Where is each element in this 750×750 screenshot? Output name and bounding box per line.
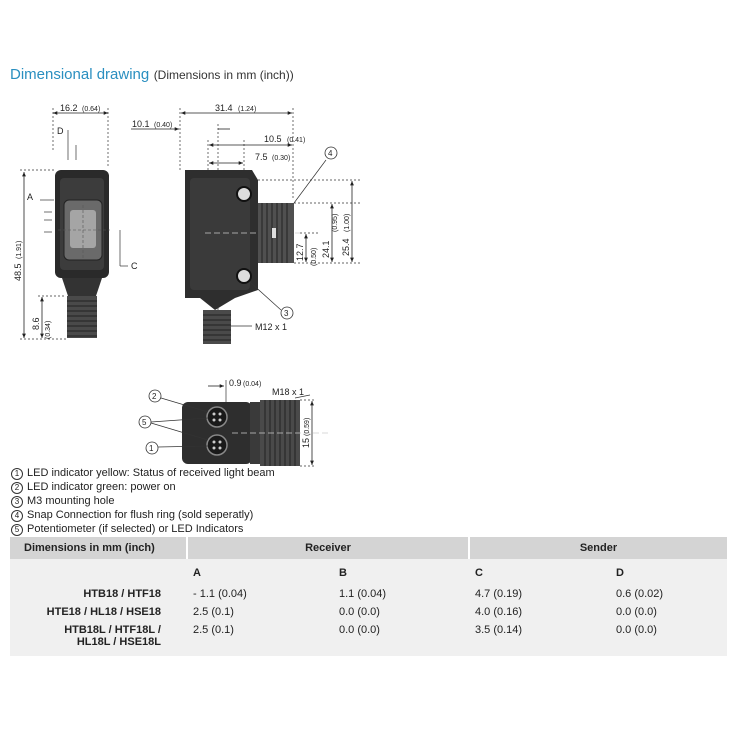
legend-number: 1 bbox=[11, 468, 23, 480]
col-d-label: D bbox=[610, 559, 727, 585]
value-cell: 2.5 (0.1) bbox=[187, 621, 333, 656]
legend-item: 1 LED indicator yellow: Status of receive… bbox=[11, 466, 275, 480]
front-view: 16.2 (0.64) D A C bbox=[13, 103, 138, 340]
legend-number: 3 bbox=[11, 496, 23, 508]
legend-item: 5 Potentiometer (if selected) or LED Indi… bbox=[11, 522, 275, 536]
top-dim-0-9-inch: (0.04) bbox=[243, 381, 261, 388]
header-receiver: Receiver bbox=[186, 537, 469, 559]
value-cell: 4.7 (0.19) bbox=[469, 585, 610, 603]
front-height-label: 48.5 bbox=[13, 263, 23, 281]
table-cell bbox=[10, 559, 187, 585]
side-dim-10-5-inch: (0.41) bbox=[287, 137, 305, 144]
title-sub: (Dimensions in mm (inch)) bbox=[153, 68, 294, 82]
table-row: HTE18 / HL18 / HSE18 2.5 (0.1) 0.0 (0.0)… bbox=[10, 603, 727, 621]
top-dim-0-9: 0.9 bbox=[229, 378, 242, 388]
value-cell: 0.0 (0.0) bbox=[610, 621, 727, 656]
model-line-1: HTB18L / HTF18L / bbox=[64, 624, 161, 636]
legend-item: 2 LED indicator green: power on bbox=[11, 480, 275, 494]
dimensions-table: Dimensions in mm (inch) Receiver Sender … bbox=[10, 537, 727, 656]
table-row: HTB18 / HTF18 - 1.1 (0.04) 1.1 (0.04) 4.… bbox=[10, 585, 727, 603]
value-cell: 4.0 (0.16) bbox=[469, 603, 610, 621]
front-thread-len-inch: (0.34) bbox=[45, 321, 52, 339]
top-view: 0.9 (0.04) M18 x 1 15 (0.59) bbox=[138, 378, 330, 467]
legend-text: LED indicator green: power on bbox=[27, 481, 176, 493]
model-cell: HTB18 / HTF18 bbox=[10, 585, 187, 603]
front-height-inch: (1.91) bbox=[16, 241, 23, 259]
side-length-inch: (1.24) bbox=[238, 106, 256, 113]
callout-3: 3 bbox=[284, 309, 289, 318]
side-dim-7-5: 7.5 bbox=[255, 152, 268, 162]
side-dim-12-7: 12.7 bbox=[295, 243, 305, 261]
table-row: HTB18L / HTF18L /HL18L / HSE18L 2.5 (0.1… bbox=[10, 621, 727, 656]
value-cell: 0.0 (0.0) bbox=[610, 603, 727, 621]
value-cell: 2.5 (0.1) bbox=[187, 603, 333, 621]
side-offset-inch: (0.40) bbox=[154, 122, 172, 129]
side-view: 31.4 (1.24) 10.1 (0.40) 10.5 (0.41) 7.5 … bbox=[131, 103, 360, 344]
legend-item: 3 M3 mounting hole bbox=[11, 494, 275, 508]
side-length-label: 31.4 bbox=[215, 103, 233, 113]
dimensional-drawing: 16.2 (0.64) D A C bbox=[13, 103, 360, 467]
side-dim-7-5-inch: (0.30) bbox=[272, 155, 290, 162]
front-thread-len-label: 8.6 bbox=[31, 317, 41, 330]
legend-text: LED indicator yellow: Status of received… bbox=[27, 467, 275, 479]
title-main: Dimensional drawing bbox=[10, 66, 150, 83]
front-width-label: 16.2 bbox=[60, 103, 78, 113]
side-dim-24-1-inch: (0.95) bbox=[332, 214, 339, 232]
side-offset-label: 10.1 bbox=[132, 119, 150, 129]
table-letters-row: A B C D bbox=[10, 559, 727, 585]
front-width-inch: (0.64) bbox=[82, 106, 100, 113]
value-cell: 0.0 (0.0) bbox=[333, 621, 469, 656]
callout-4: 4 bbox=[328, 149, 333, 158]
header-sender: Sender bbox=[468, 537, 727, 559]
legend: 1 LED indicator yellow: Status of receive… bbox=[11, 466, 275, 536]
model-line-2: HL18L / HSE18L bbox=[76, 636, 161, 648]
value-cell: 1.1 (0.04) bbox=[333, 585, 469, 603]
value-cell: 0.6 (0.02) bbox=[610, 585, 727, 603]
legend-text: Snap Connection for flush ring (sold sep… bbox=[27, 509, 254, 521]
top-thread-label: M18 x 1 bbox=[272, 387, 304, 397]
side-dim-24-1: 24.1 bbox=[321, 240, 331, 258]
model-cell: HTB18L / HTF18L /HL18L / HSE18L bbox=[10, 621, 187, 656]
front-d-label: D bbox=[57, 126, 64, 136]
legend-number: 4 bbox=[11, 510, 23, 522]
legend-text: Potentiometer (if selected) or LED Indic… bbox=[27, 523, 244, 535]
legend-number: 5 bbox=[11, 524, 23, 536]
top-dim-15: 15 bbox=[301, 438, 311, 448]
legend-number: 2 bbox=[11, 482, 23, 494]
drawing-title: Dimensional drawing (Dimensions in mm (i… bbox=[10, 66, 294, 84]
header-dims: Dimensions in mm (inch) bbox=[10, 537, 187, 559]
side-dim-10-5: 10.5 bbox=[264, 134, 282, 144]
top-dim-15-inch: (0.59) bbox=[304, 418, 311, 436]
callout-1: 1 bbox=[149, 444, 154, 453]
col-c-label: C bbox=[469, 559, 610, 585]
col-a-label: A bbox=[187, 559, 333, 585]
value-cell: 3.5 (0.14) bbox=[469, 621, 610, 656]
callout-2: 2 bbox=[152, 392, 157, 401]
model-cell: HTE18 / HL18 / HSE18 bbox=[10, 603, 187, 621]
value-cell: 0.0 (0.0) bbox=[333, 603, 469, 621]
side-dim-25-4: 25.4 bbox=[341, 238, 351, 256]
col-b-label: B bbox=[333, 559, 469, 585]
value-cell: - 1.1 (0.04) bbox=[187, 585, 333, 603]
side-dim-25-4-inch: (1.00) bbox=[344, 214, 351, 232]
table-header-row: Dimensions in mm (inch) Receiver Sender bbox=[10, 537, 727, 559]
front-c-label: C bbox=[131, 261, 138, 271]
front-a-label: A bbox=[27, 192, 33, 202]
callout-5: 5 bbox=[142, 418, 147, 427]
legend-item: 4 Snap Connection for flush ring (sold se… bbox=[11, 508, 275, 522]
side-dim-12-7-inch: (0.50) bbox=[311, 248, 318, 266]
side-thread-label: M12 x 1 bbox=[255, 322, 287, 332]
legend-text: M3 mounting hole bbox=[27, 495, 115, 507]
